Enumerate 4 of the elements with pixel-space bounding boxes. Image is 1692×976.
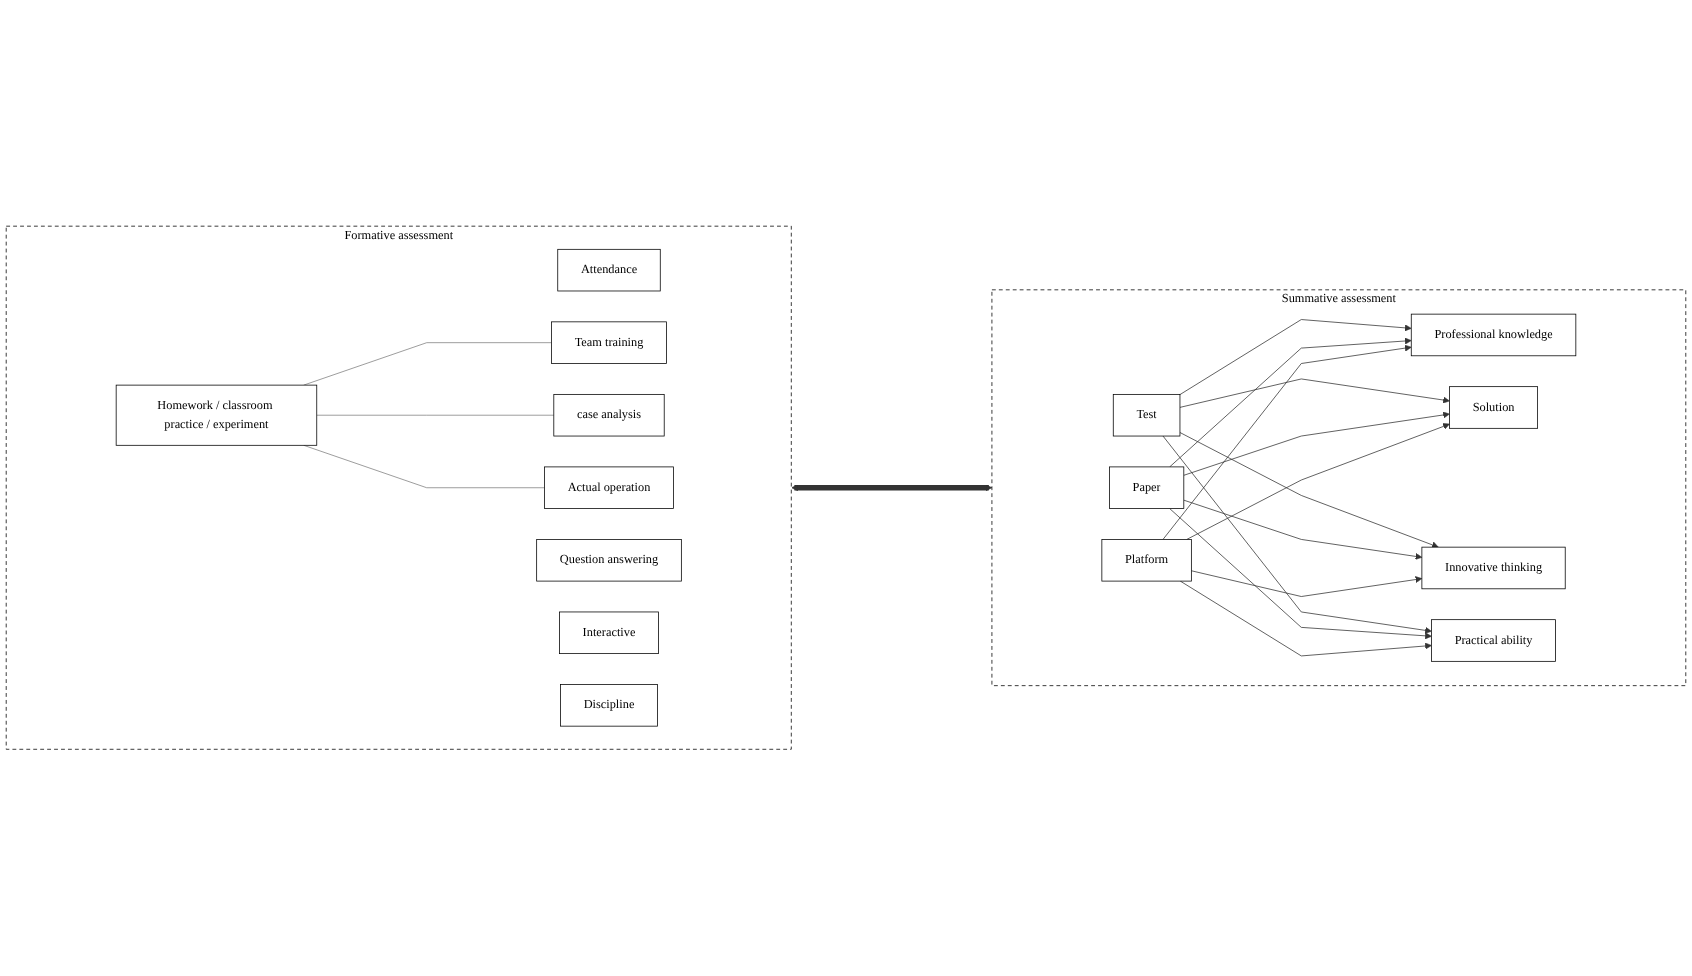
connector xyxy=(316,415,555,416)
arrow xyxy=(791,484,993,492)
connector xyxy=(303,445,545,489)
connector xyxy=(303,342,552,386)
